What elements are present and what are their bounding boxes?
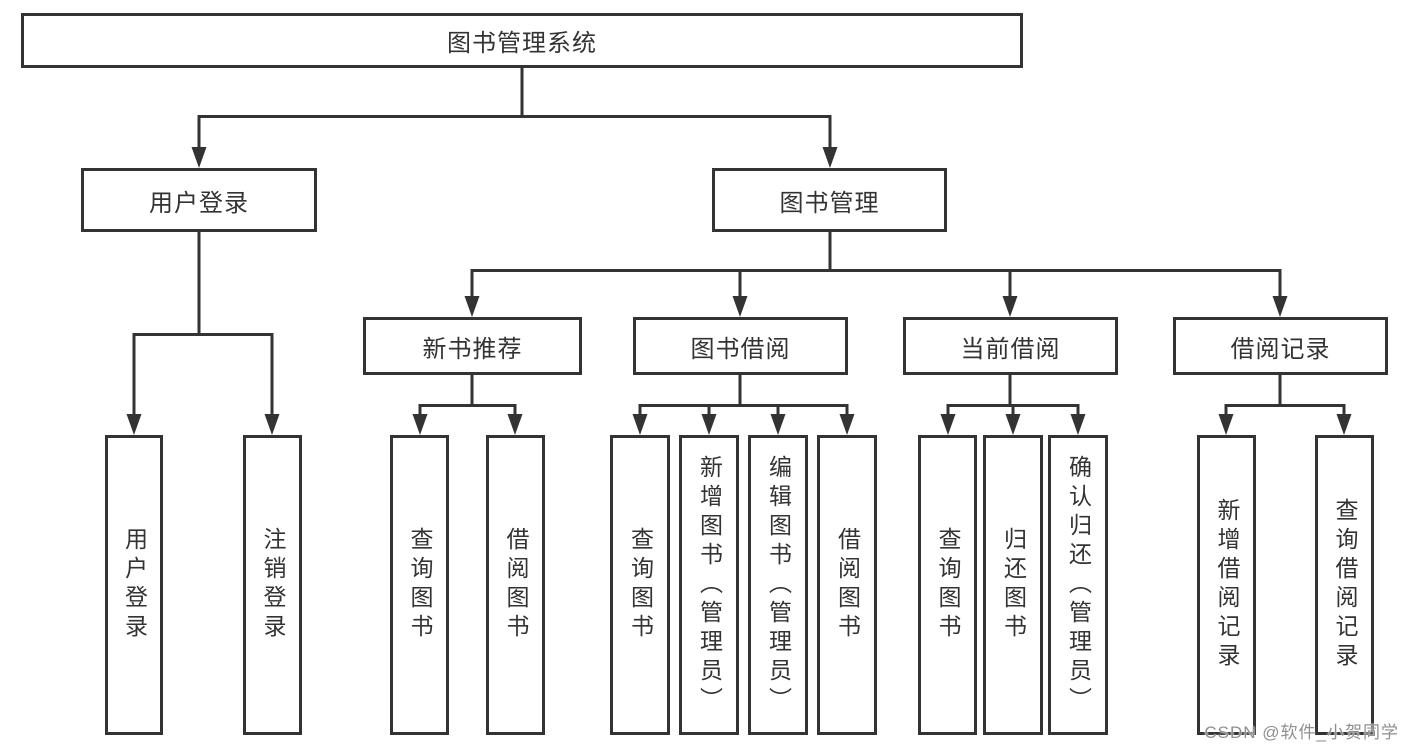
leaf-current-confirm-return-admin: 确认归还（管理员）	[1048, 435, 1108, 735]
leaf-borrow-query-books: 查询图书	[610, 435, 670, 735]
leaf-recommend-query-books-label: 查询图书	[407, 527, 433, 643]
node-book-borrow-label: 图书借阅	[690, 335, 791, 363]
node-book-management: 图书管理	[712, 168, 947, 232]
leaf-current-return-books-label: 归还图书	[1000, 527, 1027, 643]
leaf-records-add-record-label: 新增借阅记录	[1214, 498, 1240, 672]
leaf-current-query-books: 查询图书	[918, 435, 977, 735]
node-current-borrow: 当前借阅	[903, 317, 1118, 375]
leaf-logout: 注销登录	[243, 435, 302, 735]
leaf-borrow-edit-books-admin-label: 编辑图书（管理员）	[765, 454, 792, 716]
leaf-user-login: 用户登录	[105, 435, 163, 735]
leaf-borrow-borrow-books-label: 借阅图书	[834, 527, 861, 643]
leaf-recommend-borrow-books: 借阅图书	[486, 435, 545, 735]
leaf-borrow-query-books-label: 查询图书	[627, 527, 654, 643]
leaf-current-confirm-return-admin-label: 确认归还（管理员）	[1065, 454, 1092, 716]
leaf-logout-label: 注销登录	[260, 527, 286, 643]
leaf-recommend-borrow-books-label: 借阅图书	[503, 527, 529, 643]
node-root-label: 图书管理系统	[447, 30, 597, 57]
csdn-watermark: CSDN @软件_小贺同学	[1204, 723, 1399, 742]
leaf-borrow-add-books-admin: 新增图书（管理员）	[679, 435, 739, 735]
node-borrow-records-label: 借阅记录	[1230, 335, 1331, 363]
leaf-user-login-label: 用户登录	[121, 527, 148, 643]
node-borrow-records: 借阅记录	[1173, 317, 1388, 375]
node-book-management-label: 图书管理	[779, 189, 880, 217]
leaf-borrow-edit-books-admin: 编辑图书（管理员）	[748, 435, 808, 735]
node-book-borrow: 图书借阅	[633, 317, 848, 375]
node-user-login-label: 用户登录	[149, 189, 249, 217]
node-root-system: 图书管理系统	[21, 13, 1023, 68]
leaf-current-return-books: 归还图书	[983, 435, 1043, 735]
node-user-login: 用户登录	[81, 168, 317, 232]
leaf-records-query-record-label: 查询借阅记录	[1332, 498, 1358, 672]
leaf-records-add-record: 新增借阅记录	[1197, 435, 1256, 735]
leaf-records-query-record: 查询借阅记录	[1315, 435, 1374, 735]
leaf-borrow-borrow-books: 借阅图书	[817, 435, 877, 735]
leaf-current-query-books-label: 查询图书	[935, 527, 961, 643]
node-current-borrow-label: 当前借阅	[960, 335, 1061, 363]
leaf-recommend-query-books: 查询图书	[390, 435, 449, 735]
leaf-borrow-add-books-admin-label: 新增图书（管理员）	[696, 454, 723, 716]
node-new-book-recommend: 新书推荐	[363, 317, 582, 375]
node-new-book-recommend-label: 新书推荐	[422, 335, 523, 363]
